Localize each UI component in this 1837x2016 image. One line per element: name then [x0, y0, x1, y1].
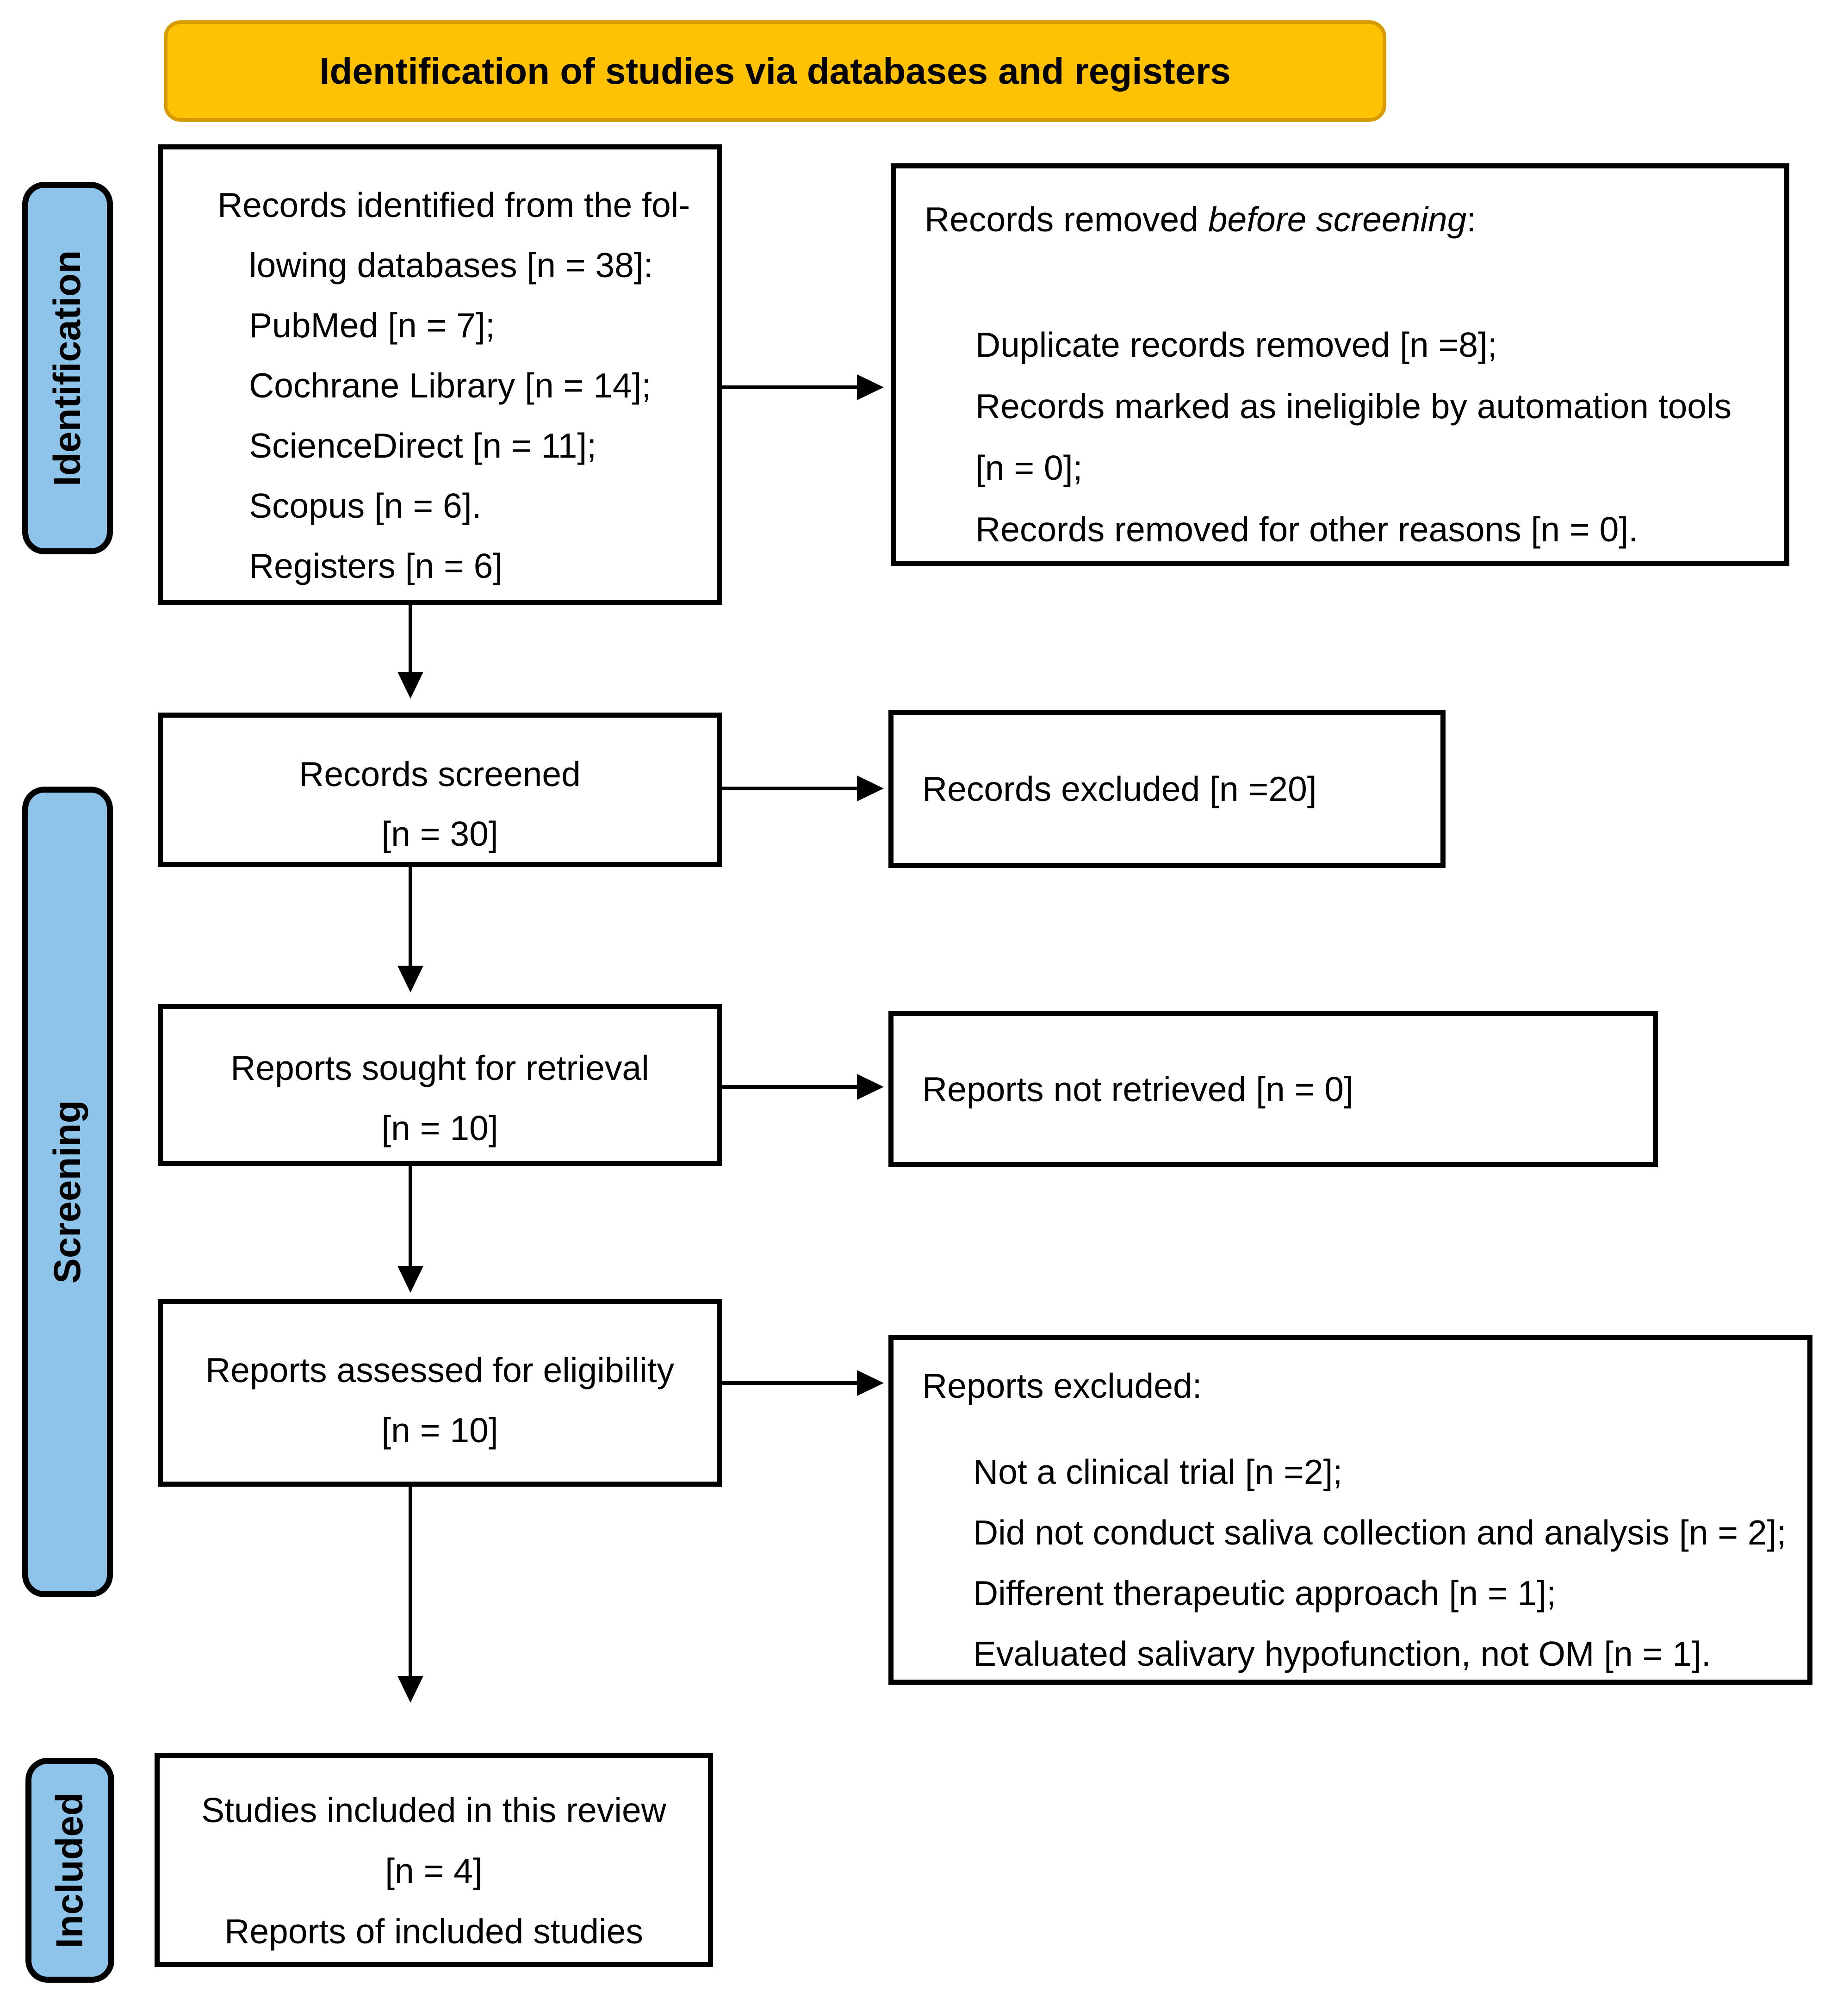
- arrow-screened-to-sought-line: [409, 867, 412, 968]
- box-reports-not-retrieved: Reports not retrieved [n = 0]: [888, 1011, 1658, 1167]
- records-removed-heading: Records removed before screening:: [925, 189, 1770, 249]
- studies-included-reports-line: Reports of included studies: [224, 1912, 643, 1951]
- box-records-removed: Records removed before screening: Duplic…: [891, 163, 1789, 566]
- box-records-screened: Records screened [n = 30]: [158, 713, 722, 867]
- reports-sought-line: Reports sought for retrieval: [230, 1048, 649, 1087]
- box-reports-assessed: Reports assessed for eligibility [n = 10…: [158, 1299, 722, 1487]
- reports-assessed-line: Reports assessed for eligibility: [205, 1351, 674, 1389]
- records-identified-line: lowing databases [n = 38]:: [249, 246, 653, 285]
- reports-excluded-item: Did not conduct saliva collection and an…: [973, 1513, 1787, 1552]
- reports-not-retrieved-label: Reports not retrieved [n = 0]: [922, 1069, 1353, 1109]
- sidebar-stage-identification: Identification: [22, 182, 113, 554]
- records-screened-count: [n = 30]: [381, 814, 498, 853]
- arrow-screened-to-excluded-head: [857, 775, 884, 801]
- records-removed-heading-prefix: Records removed: [925, 200, 1208, 239]
- arrow-assessed-to-reportsexcluded-head: [857, 1370, 884, 1396]
- box-records-excluded: Records excluded [n =20]: [888, 710, 1446, 868]
- studies-included-line: Studies included in this review: [201, 1791, 666, 1830]
- reports-excluded-item: Different therapeutic approach [n = 1];: [973, 1574, 1556, 1613]
- arrow-sought-to-assessed-line: [409, 1165, 412, 1268]
- arrow-identified-to-screened-head: [397, 672, 423, 699]
- arrow-identified-to-screened-line: [409, 605, 412, 674]
- arrow-assessed-to-included-line: [409, 1485, 412, 1678]
- records-identified-line: Records identified from the fol-: [217, 186, 690, 224]
- sidebar-stage-included: Included: [25, 1758, 114, 1983]
- records-screened-line: Records screened: [299, 755, 581, 794]
- spacer: [922, 1416, 1798, 1442]
- banner-title: Identification of studies via databases …: [164, 20, 1386, 122]
- reports-excluded-heading: Reports excluded:: [922, 1366, 1202, 1405]
- reports-excluded-item: Not a clinical trial [n =2];: [973, 1452, 1343, 1491]
- records-removed-item: Duplicate records removed [n =8];: [975, 325, 1497, 364]
- records-identified-line: PubMed [n = 7];: [249, 306, 495, 345]
- reports-sought-count: [n = 10]: [381, 1109, 498, 1148]
- banner-title-text: Identification of studies via databases …: [319, 50, 1231, 92]
- arrow-sought-to-notretrieved-head: [857, 1074, 884, 1100]
- records-removed-heading-italic: before screening: [1208, 200, 1467, 239]
- arrow-screened-to-sought-head: [397, 966, 423, 992]
- arrow-assessed-to-reportsexcluded-line: [720, 1381, 858, 1385]
- box-reports-excluded: Reports excluded: Not a clinical trial […: [888, 1335, 1812, 1685]
- sidebar-stage-screening: Screening: [22, 787, 113, 1597]
- arrow-assessed-to-included-head: [397, 1676, 423, 1703]
- arrow-sought-to-assessed-head: [397, 1266, 423, 1293]
- records-identified-line: Scopus [n = 6].: [249, 486, 482, 525]
- reports-excluded-item: Evaluated salivary hypofunction, not OM …: [973, 1634, 1711, 1673]
- studies-included-count: [n = 4]: [385, 1851, 483, 1890]
- box-records-identified: Records identified from the fol- lowing …: [158, 144, 722, 605]
- records-removed-item: Records marked as ineligible by automati…: [975, 387, 1732, 426]
- records-identified-line: ScienceDirect [n = 11];: [249, 426, 597, 465]
- arrow-sought-to-notretrieved-line: [720, 1085, 858, 1089]
- spacer: [925, 249, 1770, 314]
- sidebar-stage-screening-label: Screening: [46, 1100, 88, 1284]
- records-removed-heading-suffix: :: [1466, 200, 1477, 239]
- box-reports-sought: Reports sought for retrieval [n = 10]: [158, 1004, 722, 1166]
- records-identified-line: Registers [n = 6]: [249, 546, 503, 585]
- records-removed-item: [n = 0];: [975, 448, 1083, 487]
- arrow-identified-to-removed-line: [720, 385, 858, 389]
- records-identified-line: Cochrane Library [n = 14];: [249, 366, 652, 405]
- sidebar-stage-identification-label: Identification: [46, 250, 88, 486]
- records-removed-item: Records removed for other reasons [n = 0…: [975, 510, 1638, 549]
- sidebar-stage-included-label: Included: [49, 1792, 91, 1948]
- records-excluded-label: Records excluded [n =20]: [922, 769, 1317, 808]
- reports-assessed-count: [n = 10]: [381, 1411, 498, 1450]
- arrow-identified-to-removed-head: [857, 374, 884, 400]
- box-studies-included: Studies included in this review [n = 4] …: [155, 1753, 713, 1967]
- arrow-screened-to-excluded-line: [720, 787, 858, 790]
